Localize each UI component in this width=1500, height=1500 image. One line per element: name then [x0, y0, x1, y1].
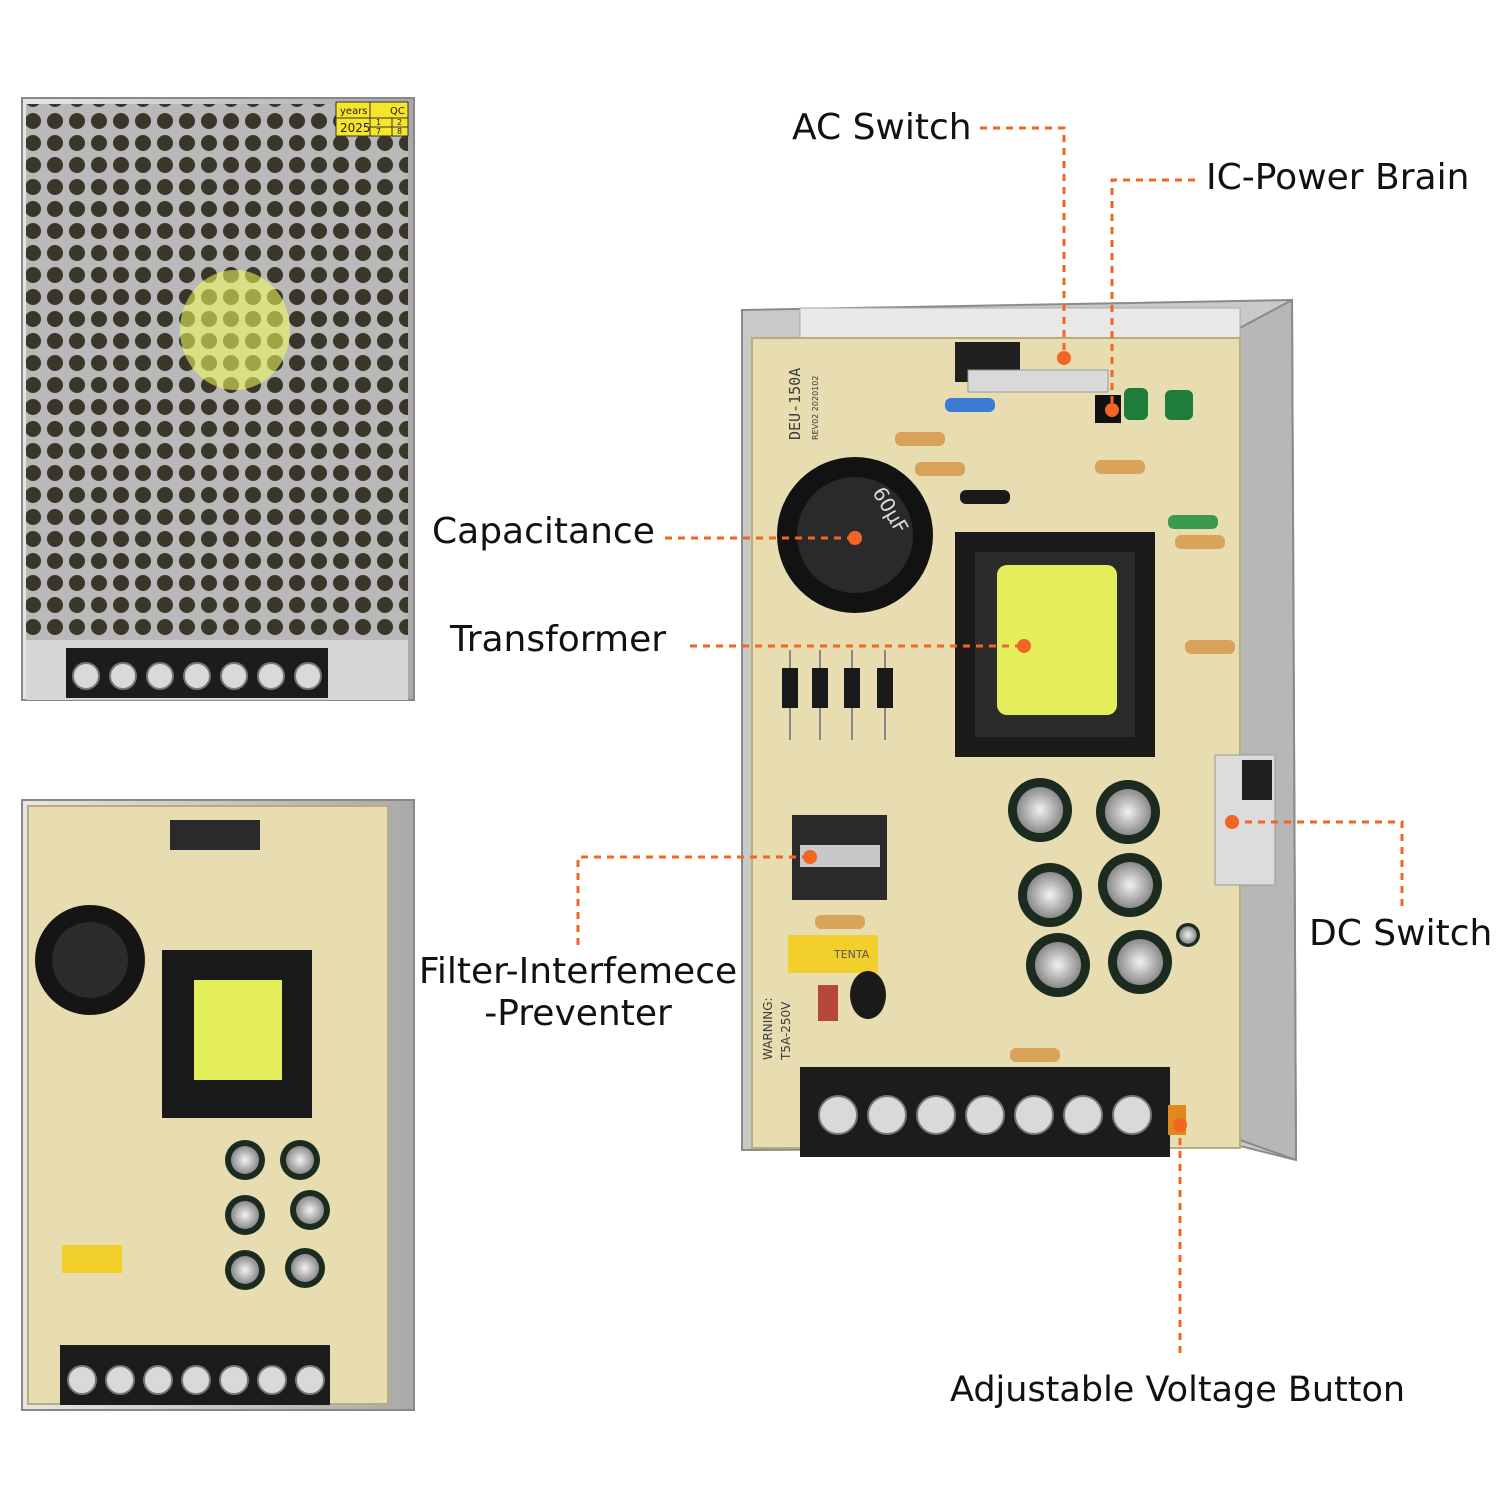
label-filter-line1: Filter-Interfemece: [418, 951, 738, 992]
tenta-capacitor: TENTA: [788, 935, 878, 973]
diode: [844, 668, 860, 708]
tenta-cap-small: [62, 1245, 122, 1273]
label-ac-switch: AC Switch: [792, 107, 972, 148]
label-transformer: Transformer: [450, 619, 667, 660]
leader-filter: [576, 855, 810, 945]
fuse: [818, 985, 838, 1021]
ac-switch: [955, 342, 1109, 393]
diode: [812, 668, 828, 708]
resistor: [915, 462, 965, 476]
leader-dc-switch: [1232, 820, 1404, 912]
label-dc-switch: DC Switch: [1309, 913, 1493, 954]
terminal-screw: [72, 662, 100, 690]
label-ic-power-brain: IC-Power Brain: [1206, 157, 1470, 198]
terminal-screw: [294, 662, 322, 690]
terminal-screw: [181, 1365, 211, 1395]
label-adjustable-voltage-button: Adjustable Voltage Button: [950, 1370, 1406, 1410]
terminal-screw: [916, 1095, 956, 1135]
dc-switch: [1214, 754, 1276, 886]
transformer-small: [162, 950, 312, 1118]
sticker-years-label: years: [340, 106, 368, 117]
terminal-screw: [1112, 1095, 1152, 1135]
terminal-screw: [143, 1365, 173, 1395]
terminal-screw: [257, 662, 285, 690]
tenta-label: TENTA: [833, 948, 870, 961]
leader-ic-power-brain: [1110, 178, 1195, 410]
label-filter-interference-preventer: Filter-Interfemece -Preventer: [413, 951, 743, 1035]
qc-sticker: years QC 2025 1 2 7 8: [335, 101, 409, 137]
resistor: [1095, 460, 1145, 474]
resistor: [1168, 515, 1218, 529]
board-fuse-rating: T5A-250V: [779, 1001, 793, 1061]
resistor: [1175, 535, 1225, 549]
resistor: [1010, 1048, 1060, 1062]
leader-dots: [803, 351, 1239, 1132]
enclosed-unit-view: years QC 2025 1 2 7 8: [21, 97, 415, 701]
resistor: [1185, 640, 1235, 654]
terminal-screw: [1063, 1095, 1103, 1135]
resistor: [960, 490, 1010, 504]
label-filter-line2: -Preventer: [484, 993, 672, 1034]
board-model: DEU-150A: [786, 368, 804, 440]
terminal-block-small-top: [66, 648, 328, 698]
terminal-screw: [146, 662, 174, 690]
green-cap-1: [1124, 388, 1148, 420]
sticker-cell-3: 7: [376, 127, 381, 136]
terminal-screw: [220, 662, 248, 690]
main-board-view: DEU-150A REV02 2020102 60µF: [741, 298, 1298, 1162]
sticker-cell-2: 2: [397, 118, 402, 127]
green-cap-2: [1165, 390, 1193, 420]
ac-switch-small: [170, 820, 260, 850]
label-capacitance: Capacitance: [432, 511, 655, 552]
sticker-year: 2025: [340, 121, 371, 135]
terminal-screw: [965, 1095, 1005, 1135]
resistor: [815, 915, 865, 929]
board-warning: WARNING:: [761, 997, 775, 1060]
transformer: [955, 532, 1155, 757]
small-board-view: [21, 799, 415, 1411]
terminal-screw: [67, 1365, 97, 1395]
terminal-block-small-bottom: [60, 1345, 330, 1405]
leader-ac-switch: [980, 126, 1066, 358]
terminal-screw: [1014, 1095, 1054, 1135]
terminal-screw: [183, 662, 211, 690]
resistor: [945, 398, 995, 412]
terminal-screw: [219, 1365, 249, 1395]
terminal-block-main: [800, 1067, 1170, 1157]
board-rev: REV02 2020102: [811, 376, 820, 440]
transformer-coil: [997, 565, 1117, 715]
sticker-cell-4: 8: [397, 127, 402, 136]
varistor: [850, 971, 886, 1019]
terminal-screw: [109, 662, 137, 690]
terminal-screw: [295, 1365, 325, 1395]
terminal-screw: [818, 1095, 858, 1135]
sticker-qc-label: QC: [390, 106, 405, 117]
leader-lines: [576, 126, 1404, 1357]
resistor: [895, 432, 945, 446]
sticker-cell-1: 1: [376, 118, 381, 127]
terminal-screw: [105, 1365, 135, 1395]
diode: [877, 668, 893, 708]
terminal-screw: [867, 1095, 907, 1135]
diode: [782, 668, 798, 708]
terminal-screw: [257, 1365, 287, 1395]
